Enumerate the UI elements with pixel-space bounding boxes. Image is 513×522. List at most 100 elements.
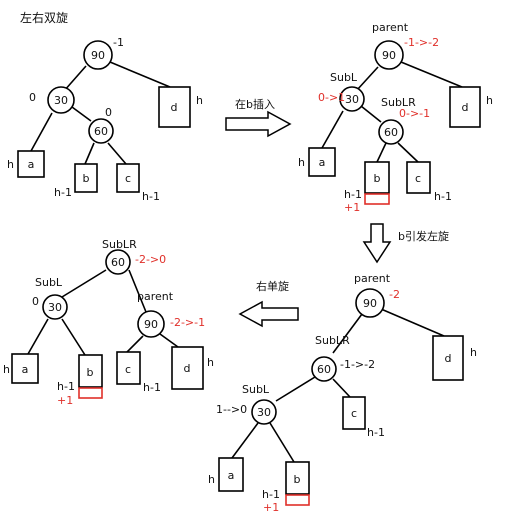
p4-edge-30-b: [61, 318, 86, 356]
panel-4-after-right-rotation: SubLR 60 -2->0 SubL 30 0 parent 90 -2->-…: [3, 238, 214, 407]
p1-node-30-key: 30: [54, 94, 68, 107]
p1-node-30: [47, 86, 75, 114]
p2-node-60-key: 60: [384, 126, 398, 139]
p1-node-90-key: 90: [91, 49, 105, 62]
p4-height-c: h-1: [143, 381, 161, 394]
p1-subtree-d: [158, 86, 191, 128]
p2-subtree-d-label: d: [462, 101, 469, 114]
p2-subtree-c-label: c: [415, 172, 421, 185]
p2-height-increase: +1: [344, 201, 360, 214]
p3-node-90-balance: -2: [389, 288, 400, 301]
p2-subtree-b: [364, 161, 390, 194]
p3-subl-label: SubL: [242, 383, 270, 396]
p3-node-60-balance: -1->-2: [340, 358, 375, 371]
p1-edge-30-a: [30, 112, 53, 152]
p2-edge-30-a: [321, 110, 344, 149]
p2-height-b: h-1: [344, 188, 362, 201]
p1-height-a: h: [7, 158, 14, 171]
p2-inserted-node-marker: [364, 193, 390, 205]
p4-node-30: [42, 294, 68, 320]
p3-node-90-key: 90: [363, 297, 377, 310]
p3-edge-60-c: [332, 378, 351, 398]
panel-1-initial-tree: 90 -1 30 0 60 0 a h b h-1 c h-1 d h: [7, 36, 203, 203]
p3-subtree-a: [218, 457, 244, 492]
p4-subtree-d: [171, 346, 204, 390]
p1-node-90: [83, 40, 113, 70]
p2-node-30: [339, 86, 365, 112]
p3-inserted-node-marker: [285, 494, 310, 506]
p1-node-60-key: 60: [94, 125, 108, 138]
p2-height-d: h: [486, 94, 493, 107]
p3-height-a: h: [208, 473, 215, 486]
p2-height-c: h-1: [434, 190, 452, 203]
arrow-right-rotation-label: 右单旋: [256, 279, 289, 293]
p4-edge-60-90: [128, 269, 147, 313]
p4-node-60-balance: -2->0: [135, 253, 166, 266]
p2-node-60: [378, 119, 404, 145]
p3-subtree-c: [342, 396, 366, 430]
p4-edge-30-a: [27, 318, 49, 355]
p3-subtree-a-label: a: [228, 469, 235, 482]
p1-edge-60-b: [84, 142, 95, 165]
p1-subtree-b-label: b: [83, 172, 90, 185]
diagram-title: 左右双旋: [20, 10, 68, 25]
p4-subtree-b: [78, 354, 103, 388]
p2-edge-30-60: [360, 105, 382, 123]
p3-node-90: [355, 288, 385, 318]
p2-node-90: [374, 40, 404, 70]
p1-node-60-balance: 0: [105, 106, 112, 119]
p2-node-90-key: 90: [382, 49, 396, 62]
p2-subtree-d: [449, 86, 481, 128]
p4-node-90-balance: -2->-1: [170, 316, 205, 329]
p3-subtree-d-label: d: [445, 352, 452, 365]
p3-subtree-b: [285, 461, 310, 495]
p4-node-90-key: 90: [144, 318, 158, 331]
p4-edge-90-d: [159, 333, 179, 348]
p2-edge-60-c: [397, 142, 419, 163]
p1-node-30-balance: 0: [29, 91, 36, 104]
p2-edge-90-30: [356, 66, 379, 91]
p1-edge-90-d: [109, 61, 171, 88]
p3-sublr-label: SubLR: [315, 334, 350, 347]
p3-edge-30-a: [231, 422, 259, 459]
p3-height-d: h: [470, 346, 477, 359]
arrow-right-1-shape: [225, 110, 292, 138]
p4-height-b: h-1: [57, 380, 75, 393]
p4-inserted-node-marker: [78, 387, 103, 399]
p4-subtree-b-label: b: [87, 366, 94, 379]
panel-3-after-left-rotation: parent 90 -2 SubLR 60 -1->-2 SubL 30 1--…: [208, 272, 477, 514]
p1-subtree-d-label: d: [171, 101, 178, 114]
p3-height-b: h-1: [262, 488, 280, 501]
p2-edge-90-d: [400, 61, 463, 88]
p2-sublr-label: SubLR: [381, 96, 416, 109]
arrow-down-shape: [362, 223, 392, 264]
p3-edge-30-b: [269, 422, 295, 463]
p1-height-c: h-1: [142, 190, 160, 203]
p1-height-d: h: [196, 94, 203, 107]
arrow-left-rotation-label: b引发左旋: [398, 229, 449, 243]
p3-node-60-key: 60: [317, 363, 331, 376]
p3-subtree-c-label: c: [351, 407, 357, 420]
p2-node-60-balance: 0->-1: [399, 107, 430, 120]
p2-subtree-a: [308, 147, 336, 177]
p4-subtree-c: [116, 351, 141, 385]
p4-edge-90-c: [126, 335, 144, 353]
p2-edge-60-b: [376, 142, 387, 163]
p2-parent-label: parent: [372, 21, 409, 34]
p2-node-30-key: 30: [345, 93, 359, 106]
p4-subtree-a: [11, 353, 39, 384]
p1-subtree-c: [116, 163, 140, 193]
p3-subtree-b-label: b: [294, 473, 301, 486]
arrow-insert-label: 在b插入: [235, 97, 275, 111]
p3-edge-60-30: [275, 376, 316, 402]
p2-height-a: h: [298, 156, 305, 169]
p3-node-30-balance: 1-->0: [216, 403, 247, 416]
p3-node-30-key: 30: [257, 406, 271, 419]
p4-height-increase: +1: [57, 394, 73, 407]
p2-subtree-a-label: a: [319, 156, 326, 169]
p1-node-60: [88, 118, 114, 144]
p4-parent-label: parent: [137, 290, 174, 303]
p1-edge-90-30: [63, 65, 87, 92]
